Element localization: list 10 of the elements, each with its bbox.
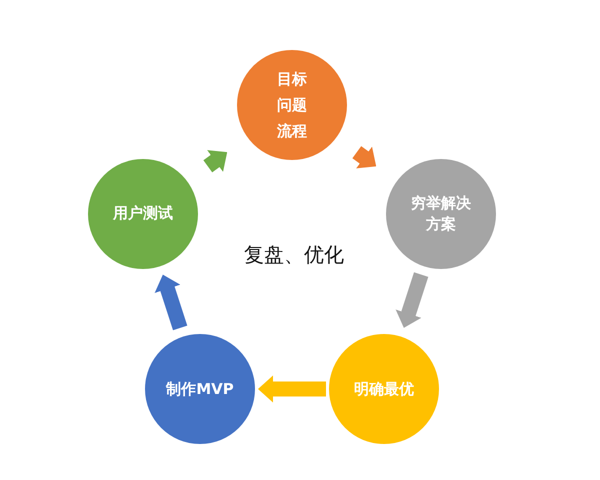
block-arrow [396, 272, 428, 330]
step-text: 制作MVP [166, 378, 234, 400]
step-text: 流程 [277, 121, 307, 142]
block-arrow [258, 376, 326, 402]
step-text: 明确最优 [354, 378, 414, 400]
step-text: 问题 [277, 94, 307, 116]
step-text: 穷举解决方案 [410, 193, 472, 234]
step-text: 目标 [277, 68, 307, 89]
center-label: 复盘、优化 [244, 242, 344, 268]
step-text: 用户测试 [113, 203, 173, 224]
